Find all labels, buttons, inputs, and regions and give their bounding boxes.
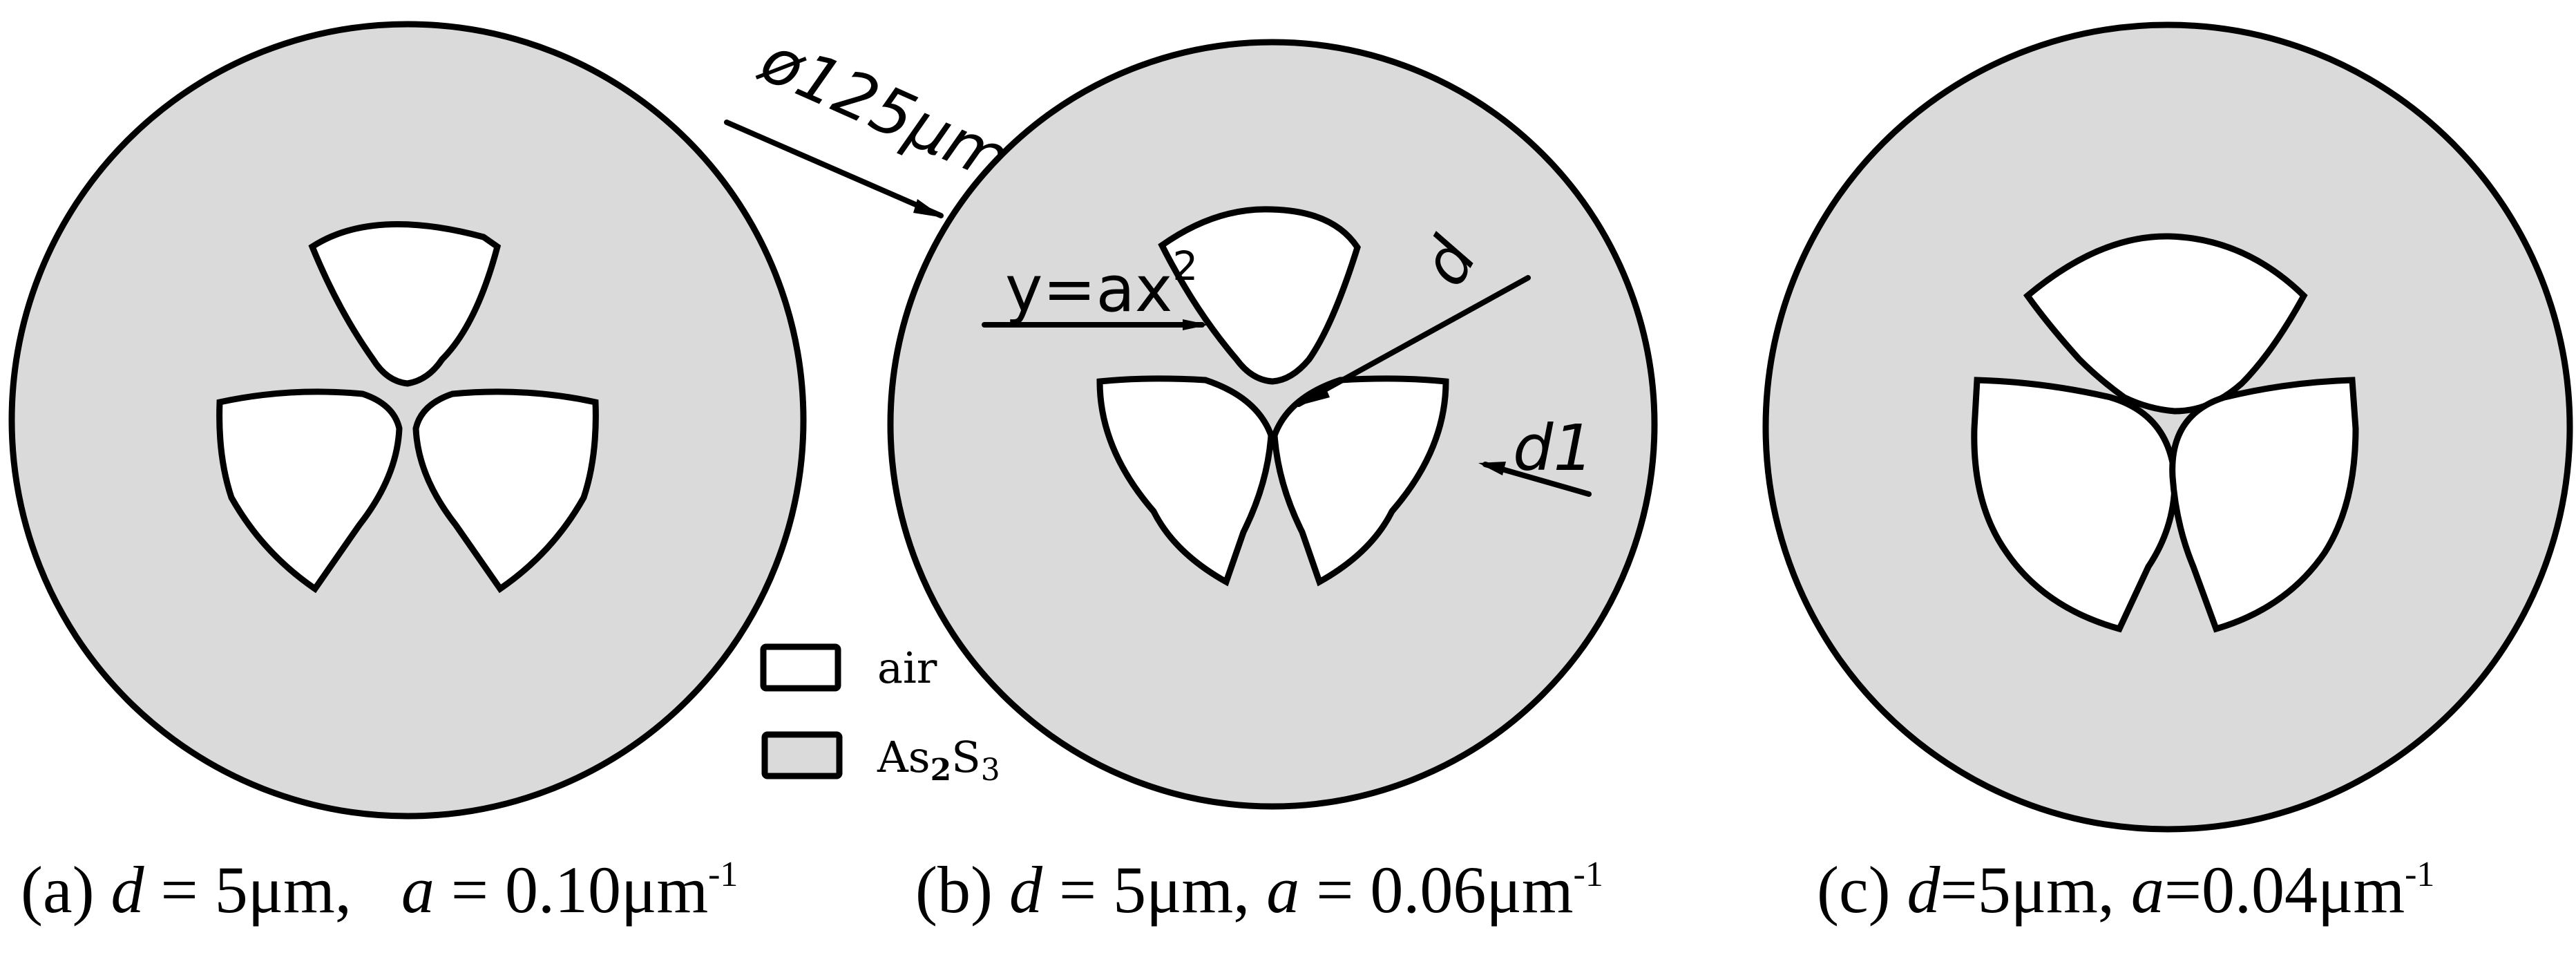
legend-item-as2s3: As2S3 xyxy=(761,731,1000,788)
caption-b-d-symbol: d xyxy=(1009,853,1042,927)
legend-label-as2s3: As2S3 xyxy=(877,732,1000,788)
air-hole-a-top xyxy=(308,221,502,387)
legend-swatch-air xyxy=(760,643,841,692)
cladding-c xyxy=(1762,21,2573,833)
caption-b: (b) d = 5μm, a = 0.06μm-1 xyxy=(915,857,1603,923)
caption-a-d-symbol: d xyxy=(111,853,144,927)
legend-label-air: air xyxy=(877,643,937,693)
parabola-annotation: y=ax2 xyxy=(982,243,1209,330)
caption-b-a-value: = 0.06μm xyxy=(1299,853,1574,927)
air-hole-b-top xyxy=(1158,206,1361,385)
gap-d-leader-line xyxy=(1296,275,1531,407)
arrow-head-icon xyxy=(913,199,944,218)
caption-c-a-value: =0.04μm xyxy=(2164,853,2405,927)
caption-c-d-value: =5μm, xyxy=(1940,853,2115,927)
cladding-a xyxy=(8,21,807,820)
caption-c-a-symbol: a xyxy=(2130,853,2164,927)
caption-c-label: (c) xyxy=(1817,853,1891,927)
diameter-leader-line xyxy=(724,120,944,218)
caption-b-a-symbol: a xyxy=(1266,853,1300,927)
air-hole-c-top xyxy=(2023,233,2308,415)
caption-a-d-value: = 5μm, xyxy=(144,853,352,927)
arrow-head-icon xyxy=(1296,386,1330,406)
caption-a-exponent: -1 xyxy=(708,855,738,894)
diameter-label: ø125μm xyxy=(749,22,1020,197)
caption-a: (a) d = 5μm, a = 0.10μm-1 xyxy=(21,857,738,923)
air-hole-b-right xyxy=(1271,375,1449,587)
panel-c-fiber xyxy=(1762,21,2573,833)
legend: air As2S3 xyxy=(760,643,1000,788)
legend-swatch-as2s3 xyxy=(761,731,843,779)
cladding-b xyxy=(887,39,1658,810)
air-hole-b-left xyxy=(1096,375,1275,587)
arrow-head-icon xyxy=(1183,319,1209,330)
caption-b-d-value: = 5μm, xyxy=(1042,853,1250,927)
air-hole-c-left xyxy=(1971,377,2178,633)
caption-a-label: (a) xyxy=(21,853,95,927)
arrow-head-icon xyxy=(1478,462,1506,475)
caption-c-exponent: -1 xyxy=(2405,855,2435,894)
gap-d1-annotation: d1 xyxy=(1478,411,1594,497)
legend-item-air: air xyxy=(760,643,937,693)
panel-a-fiber xyxy=(8,21,807,820)
caption-a-a-value: = 0.10μm xyxy=(434,853,709,927)
caption-c-d-symbol: d xyxy=(1907,853,1940,927)
panel-b-fiber xyxy=(887,39,1658,810)
parabola-formula: y=ax2 xyxy=(1005,243,1198,326)
caption-b-label: (b) xyxy=(915,853,993,927)
caption-c: (c) d=5μm, a=0.04μm-1 xyxy=(1817,857,2434,923)
air-hole-a-left xyxy=(216,388,403,594)
air-hole-a-right xyxy=(412,388,599,594)
gap-d1-label: d1 xyxy=(1513,411,1594,485)
air-hole-c-right xyxy=(2169,377,2359,633)
caption-b-exponent: -1 xyxy=(1573,855,1603,894)
caption-a-a-symbol: a xyxy=(401,853,435,927)
